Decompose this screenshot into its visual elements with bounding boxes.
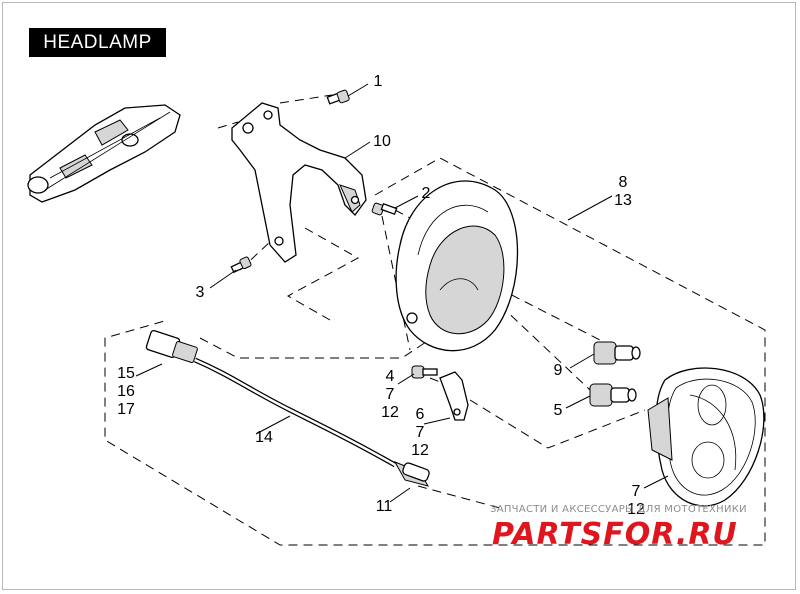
bulb-5 bbox=[589, 383, 637, 407]
page-title: HEADLAMP bbox=[29, 28, 166, 57]
callout-4: 4 bbox=[386, 368, 395, 385]
callout-numbers: 1 10 2 8 13 3 9 5 4 7 12 6 7 12 15 16 17… bbox=[117, 73, 645, 518]
callout-12-b: 12 bbox=[411, 442, 429, 459]
callout-9: 9 bbox=[554, 362, 563, 379]
screw-3 bbox=[230, 256, 252, 274]
callout-8: 8 bbox=[619, 174, 628, 191]
headlamp-bracket bbox=[231, 102, 367, 263]
callout-5: 5 bbox=[554, 402, 563, 419]
watermark: ЗАПЧАСТИ И АКСЕССУАРЫ ДЛЯ МОТОТЕХНИКИ PA… bbox=[490, 504, 747, 552]
callout-7-b: 7 bbox=[416, 424, 425, 441]
leader-lines bbox=[135, 83, 669, 503]
headlamp-housing bbox=[395, 180, 519, 352]
callout-16: 16 bbox=[117, 383, 135, 400]
callout-6: 6 bbox=[416, 406, 425, 423]
callout-14: 14 bbox=[255, 429, 273, 446]
screw-2 bbox=[371, 202, 398, 216]
callout-12-a: 12 bbox=[381, 404, 399, 421]
assembly-guide-lines bbox=[104, 94, 766, 546]
callout-7-c: 7 bbox=[632, 483, 641, 500]
watermark-text: ЗАПЧАСТИ И АКСЕССУАРЫ ДЛЯ МОТОТЕХНИКИ bbox=[490, 504, 747, 515]
watermark-logo: PARTSFOR.RU bbox=[492, 517, 738, 552]
bulb-9 bbox=[593, 341, 641, 365]
callout-7-a: 7 bbox=[386, 386, 395, 403]
wiring-harness bbox=[145, 329, 430, 487]
callout-10: 10 bbox=[373, 133, 391, 150]
callout-13: 13 bbox=[614, 192, 632, 209]
callout-17: 17 bbox=[117, 401, 135, 418]
headlamp-unit bbox=[647, 367, 765, 507]
callout-1: 1 bbox=[374, 73, 383, 90]
screw-1 bbox=[326, 89, 350, 105]
handlebar-clamp bbox=[27, 104, 181, 203]
callout-11: 11 bbox=[376, 498, 393, 515]
callout-2: 2 bbox=[422, 185, 431, 202]
callout-12-c: 12 bbox=[627, 501, 645, 518]
callout-3: 3 bbox=[196, 284, 205, 301]
mounting-screw-4 bbox=[411, 365, 438, 379]
callout-15: 15 bbox=[117, 365, 135, 382]
clip-6 bbox=[439, 371, 469, 421]
